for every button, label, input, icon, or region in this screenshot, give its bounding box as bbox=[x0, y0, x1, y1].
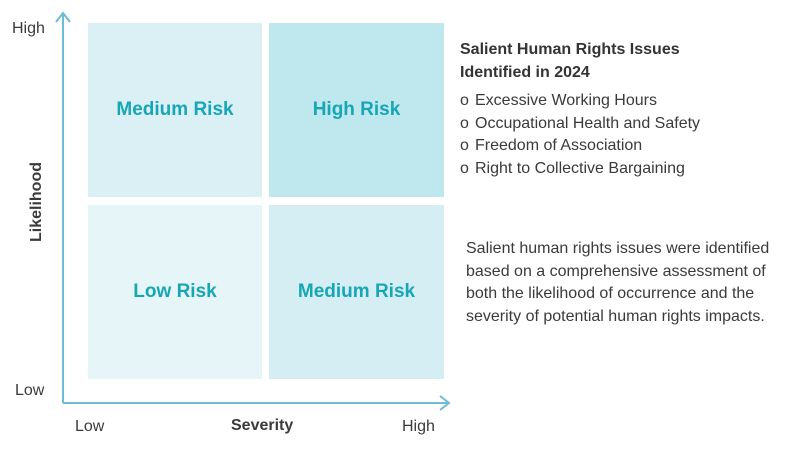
description-paragraph: Salient human rights issues were identif… bbox=[466, 240, 770, 325]
list-item-text: Freedom of Association bbox=[475, 137, 643, 154]
y-axis-high-label: High bbox=[12, 20, 45, 37]
y-axis-low-label: Low bbox=[15, 382, 45, 399]
list-item: o Freedom of Association bbox=[460, 135, 700, 158]
bullet-icon: o bbox=[460, 159, 469, 177]
list-item: o Occupational Health and Safety bbox=[460, 113, 700, 136]
x-axis-arrow-icon bbox=[439, 395, 451, 411]
issues-heading: Salient Human Rights Issues Identified i… bbox=[460, 38, 760, 84]
list-item: o Right to Collective Bargaining bbox=[460, 158, 700, 181]
bullet-icon: o bbox=[460, 92, 469, 109]
quadrant-top-left: Medium Risk bbox=[88, 23, 262, 197]
x-axis-low-label: Low bbox=[75, 418, 105, 435]
list-item-text: Excessive Working Hours bbox=[475, 92, 657, 109]
x-axis-high-label: High bbox=[402, 418, 435, 435]
y-axis-title: Likelihood bbox=[28, 162, 45, 242]
quadrant-label: High Risk bbox=[312, 99, 401, 120]
issues-heading-line-2: Identified in 2024 bbox=[460, 64, 590, 81]
quadrant-bottom-right: Medium Risk bbox=[269, 205, 444, 379]
list-item-text: Right to Collective Bargaining bbox=[475, 159, 685, 177]
quadrant-label: Medium Risk bbox=[297, 281, 416, 302]
bullet-icon: o bbox=[460, 114, 469, 132]
quadrant-label: Medium Risk bbox=[116, 99, 234, 120]
list-item: o Excessive Working Hours bbox=[460, 90, 700, 113]
issues-heading-line-1: Salient Human Rights Issues bbox=[460, 41, 680, 58]
quadrant-bottom-left: Low Risk bbox=[88, 205, 262, 379]
list-item-text: Occupational Health and Safety bbox=[475, 114, 701, 132]
quadrant-label: Low Risk bbox=[133, 281, 217, 302]
y-axis-arrow-icon bbox=[55, 11, 71, 23]
bullet-icon: o bbox=[460, 137, 469, 154]
quadrant-top-right: High Risk bbox=[269, 23, 444, 197]
x-axis-title: Severity bbox=[231, 417, 294, 434]
